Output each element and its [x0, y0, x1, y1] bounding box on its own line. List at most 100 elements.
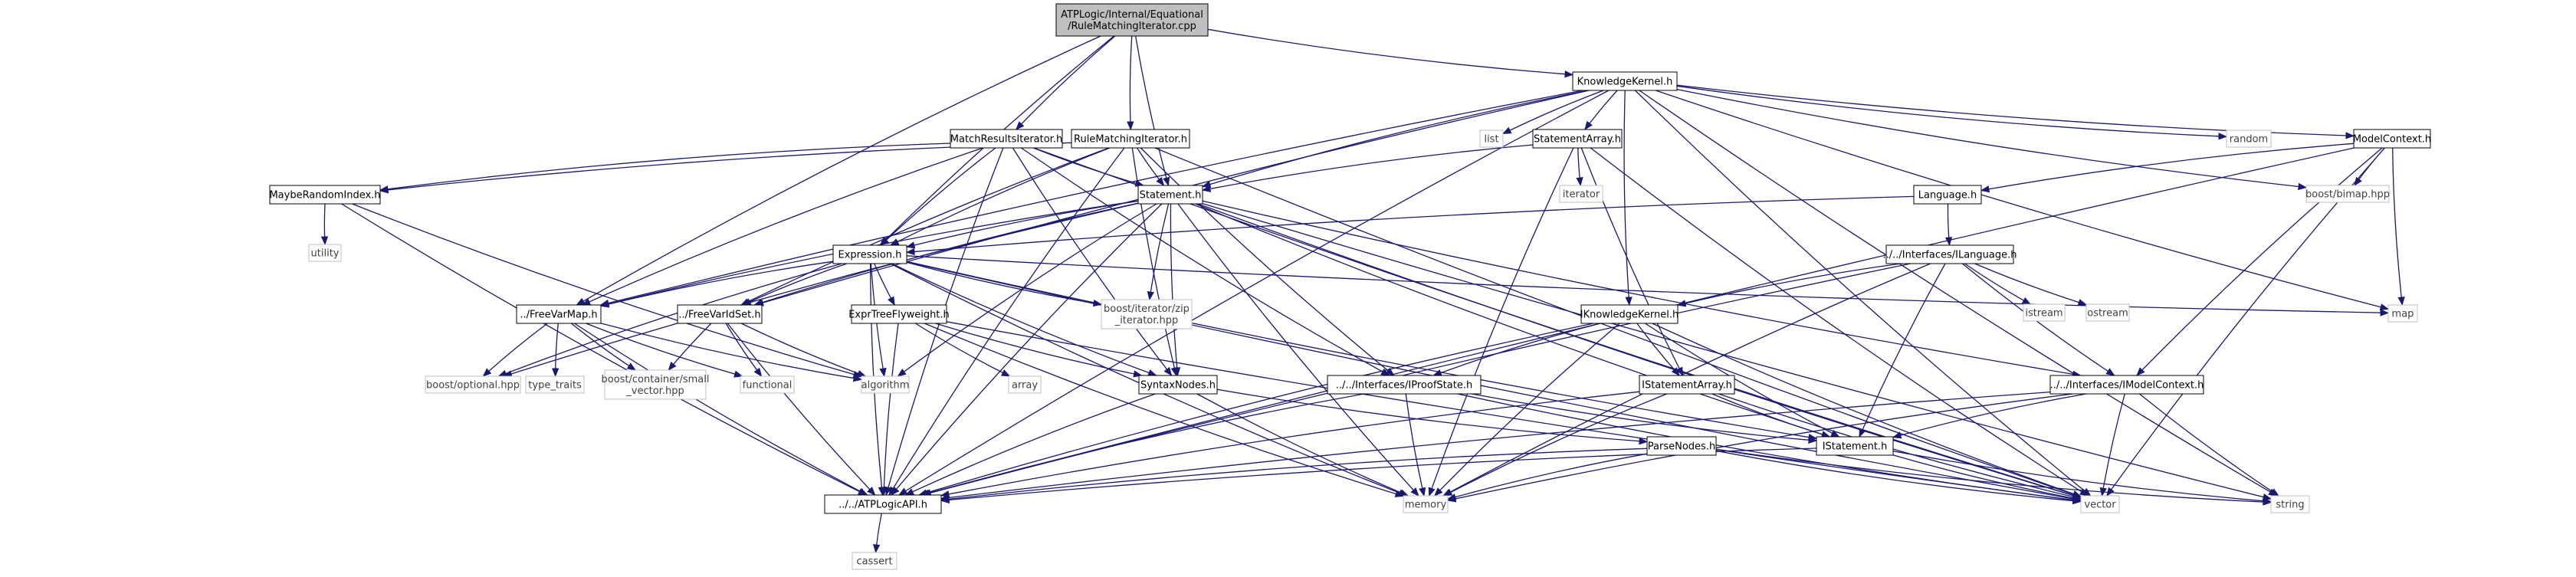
node-label: StatementArray.h: [1534, 134, 1621, 146]
edge-fvm-to-optional: [482, 323, 548, 377]
node-label: RuleMatchingIterator.h: [1074, 134, 1187, 146]
node-ist[interactable]: IStatement.h: [1816, 436, 1894, 456]
node-lang[interactable]: Language.h: [1913, 185, 1982, 205]
edge-imc-to-string: [2138, 393, 2279, 497]
edge-stmt-to-vector: [1197, 203, 2082, 500]
node-box: [308, 244, 342, 262]
edge-rmi-to-mbri: [379, 142, 1072, 194]
node-mri[interactable]: MatchResultsIterator.h: [950, 129, 1063, 149]
node-efw[interactable]: ExprTreeFlyweight.h: [848, 304, 950, 324]
edge-imc-to-ist: [1892, 393, 2086, 439]
edge-expr-to-efw: [874, 263, 895, 307]
node-box: [851, 304, 947, 324]
node-label: ../../Interfaces/IModelContext.h: [2050, 380, 2204, 392]
node-array: array: [1008, 375, 1042, 394]
node-expr[interactable]: Expression.h: [832, 244, 907, 264]
edge-ilang-to-ikk: [1676, 263, 1901, 307]
edge-kk-to-ikk: [1623, 90, 1633, 307]
node-label: boost/iterator/zip: [1104, 303, 1190, 315]
node-label: IStatementArray.h: [1642, 380, 1732, 392]
edge-fvs-to-algorithm: [740, 323, 867, 377]
node-label: MatchResultsIterator.h: [950, 134, 1062, 146]
node-zip: boost/iterator/zip_iterator.hpp: [1101, 299, 1193, 329]
edge-expr-to-optional: [497, 263, 842, 377]
edge-fvs-to-small: [668, 323, 712, 371]
edge-fvm-to-functional: [586, 323, 743, 378]
edge-kk-to-api: [898, 90, 1610, 496]
node-ikk[interactable]: IKnowledgeKernel.h: [1580, 304, 1679, 324]
node-mbri[interactable]: MaybeRandomIndex.h: [269, 185, 381, 205]
node-box: [1639, 375, 1735, 395]
node-root[interactable]: ATPLogic/Internal/Equational/RuleMatchin…: [1055, 3, 1209, 37]
node-fvm[interactable]: ../FreeVarMap.h: [516, 304, 602, 324]
node-fvs[interactable]: ../FreeVarIdSet.h: [677, 304, 763, 324]
node-isa[interactable]: IStatementArray.h: [1639, 375, 1735, 395]
node-label: list: [1484, 134, 1498, 146]
node-ips[interactable]: ../../Interfaces/IProofState.h: [1327, 375, 1482, 395]
node-stmt[interactable]: Statement.h: [1137, 185, 1203, 205]
node-label: string: [2276, 500, 2304, 511]
edge-isa-to-vector: [1718, 393, 2082, 500]
edge-root-to-stmt: [1134, 35, 1170, 187]
node-api[interactable]: ../../ATPLogicAPI.h: [824, 494, 942, 514]
edge-sn-to-api: [904, 393, 1156, 496]
node-mc[interactable]: ModelContext.h: [2353, 129, 2431, 149]
edge-mri-to-ips: [1021, 147, 1390, 376]
node-label: ParseNodes.h: [1648, 441, 1715, 453]
node-box: [2080, 495, 2120, 513]
node-label: ATPLogic/Internal/Equational: [1061, 9, 1203, 21]
dependency-nodes: ATPLogic/Internal/Equational/RuleMatchin…: [269, 3, 2431, 570]
node-label: istream: [2025, 308, 2062, 320]
edge-ilang-to-istream: [1964, 263, 2032, 305]
node-box: [1403, 495, 1449, 513]
node-label: type_traits: [528, 380, 582, 392]
node-label: memory: [1405, 500, 1447, 511]
edge-ips-to-memory: [1405, 393, 1426, 497]
node-box: [2387, 304, 2418, 323]
dependency-edges: [320, 28, 2405, 554]
node-string: string: [2270, 495, 2310, 513]
node-ilang[interactable]: ../../Interfaces/ILanguage.h: [1882, 244, 2017, 264]
node-imc[interactable]: ../../Interfaces/IModelContext.h: [2049, 375, 2204, 395]
edge-rmi-to-expr: [889, 147, 1111, 246]
node-box: [824, 494, 942, 514]
edge-fvs-to-functional: [725, 323, 763, 377]
edge-efw-to-memory: [924, 323, 1405, 497]
edge-stmt-to-imc: [1202, 200, 2082, 378]
node-box: [1532, 129, 1623, 149]
node-label: Language.h: [1918, 190, 1977, 202]
edge-ikk-to-ips: [1432, 323, 1600, 376]
edge-fvm-to-traits: [551, 323, 560, 378]
node-label: ExprTreeFlyweight.h: [848, 310, 950, 321]
edge-kk-to-mc: [1676, 84, 2355, 139]
edge-kk-to-map: [1655, 90, 2390, 311]
edge-ilang-to-ist: [1859, 263, 1946, 438]
node-box: [861, 375, 910, 394]
node-memory: memory: [1403, 495, 1449, 513]
node-label: ostream: [2087, 308, 2128, 320]
node-sa[interactable]: StatementArray.h: [1532, 129, 1623, 149]
edge-root-to-mri: [1015, 35, 1116, 130]
node-box: [1559, 185, 1603, 203]
edge-fvs-to-api: [727, 323, 876, 496]
node-pn[interactable]: ParseNodes.h: [1646, 436, 1717, 456]
node-rmi[interactable]: RuleMatchingIterator.h: [1071, 129, 1190, 149]
edge-pn-to-string: [1715, 448, 2272, 506]
node-box: [525, 375, 585, 394]
node-label: algorithm: [861, 380, 910, 392]
edge-fvm-to-api: [574, 323, 868, 496]
edge-efw-to-vector: [946, 321, 2082, 504]
edge-ikk-to-memory: [1433, 323, 1620, 497]
edge-lang-to-expr: [905, 195, 1915, 256]
node-label: MaybeRandomIndex.h: [269, 190, 380, 202]
node-box: [1580, 304, 1679, 324]
edge-expr-to-map: [906, 255, 2390, 316]
node-algorithm: algorithm: [861, 375, 910, 394]
node-sn[interactable]: SyntaxNodes.h: [1138, 375, 1218, 395]
node-label: ../../Interfaces/ILanguage.h: [1882, 250, 2016, 261]
edge-pn-to-memory: [1446, 453, 1648, 501]
edge-rmi-to-sn: [1131, 147, 1178, 377]
node-kk[interactable]: KnowledgeKernel.h: [1572, 71, 1678, 91]
edge-imc-to-memory: [1446, 393, 2073, 503]
node-label: /RuleMatchingIterator.cpp: [1068, 21, 1196, 32]
